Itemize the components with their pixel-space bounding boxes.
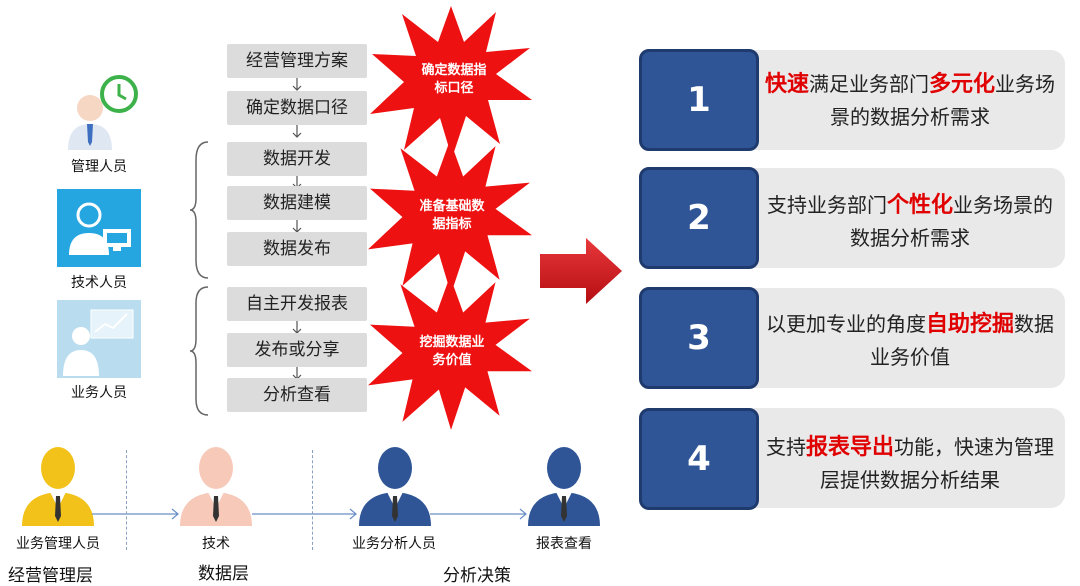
step-data-definition: 确定数据口径 <box>227 91 367 125</box>
step-data-publish: 数据发布 <box>227 232 367 266</box>
role-label-management: 管理人员 <box>71 159 127 175</box>
step-business-plan: 经营管理方案 <box>227 44 367 78</box>
card-2 <box>725 168 1065 268</box>
business-manager-person-icon <box>22 447 94 526</box>
flow-arrow-icon <box>252 508 357 520</box>
card-3 <box>725 288 1065 388</box>
brace-technical <box>189 141 209 279</box>
burst-label: 挖掘数据业务价值 <box>419 335 485 368</box>
business-analyst-person-icon <box>359 447 431 526</box>
manager-clock-icon <box>62 72 142 156</box>
person-label-business-analyst: 业务分析人员 <box>352 536 436 552</box>
layer-label-management: 经营管理层 <box>8 566 93 586</box>
step-data-modeling: 数据建模 <box>227 186 367 220</box>
flow-arrow-icon <box>92 508 179 520</box>
brace-business <box>189 286 209 416</box>
layer-separator <box>126 450 127 550</box>
card-text-1: 快速满足业务部门多元化业务场景的数据分析需求 <box>764 72 1056 129</box>
report-viewer-person-icon <box>528 447 600 526</box>
burst-label: 准备基础数据指标 <box>419 199 485 232</box>
flow-arrow-icon <box>430 508 527 520</box>
card-text-2: 支持业务部门个性化业务场景的数据分析需求 <box>766 193 1053 250</box>
burst-shape <box>370 6 532 158</box>
card-number-3: 3 <box>639 287 759 389</box>
role-label-technical: 技术人员 <box>71 275 127 291</box>
card-number-2: 2 <box>639 167 759 269</box>
card-4 <box>725 408 1065 508</box>
down-arrow-icon <box>292 78 302 91</box>
step-analysis-view: 分析查看 <box>227 378 367 412</box>
card-text-4: 支持报表导出功能，快速为管理层提供数据分析结果 <box>765 435 1054 492</box>
burst-label: 确定数据指标口径 <box>421 63 487 96</box>
burst-shape <box>368 140 532 294</box>
step-data-development: 数据开发 <box>227 142 367 176</box>
person-label-tech: 技术 <box>202 536 230 552</box>
business-chart-icon <box>57 300 141 382</box>
layer-label-decision: 分析决策 <box>443 566 511 586</box>
burst-shape <box>368 276 532 430</box>
tech-person-computer-icon <box>57 189 141 271</box>
layer-separator <box>312 450 313 550</box>
step-self-report: 自主开发报表 <box>227 287 367 321</box>
tech-person-icon <box>180 447 252 526</box>
card-number-4: 4 <box>639 408 759 510</box>
card-text-3: 以更加专业的角度自助挖掘数据业务价值 <box>765 312 1054 369</box>
person-label-business-manager: 业务管理人员 <box>16 536 100 552</box>
down-arrow-icon <box>292 125 302 138</box>
card-1 <box>725 50 1065 150</box>
big-right-arrow-icon <box>540 238 622 304</box>
person-label-report-view: 报表查看 <box>536 536 592 552</box>
step-publish-share: 发布或分享 <box>227 333 367 367</box>
card-number-1: 1 <box>639 49 759 151</box>
layer-label-data: 数据层 <box>198 564 249 584</box>
role-label-business: 业务人员 <box>71 385 127 401</box>
